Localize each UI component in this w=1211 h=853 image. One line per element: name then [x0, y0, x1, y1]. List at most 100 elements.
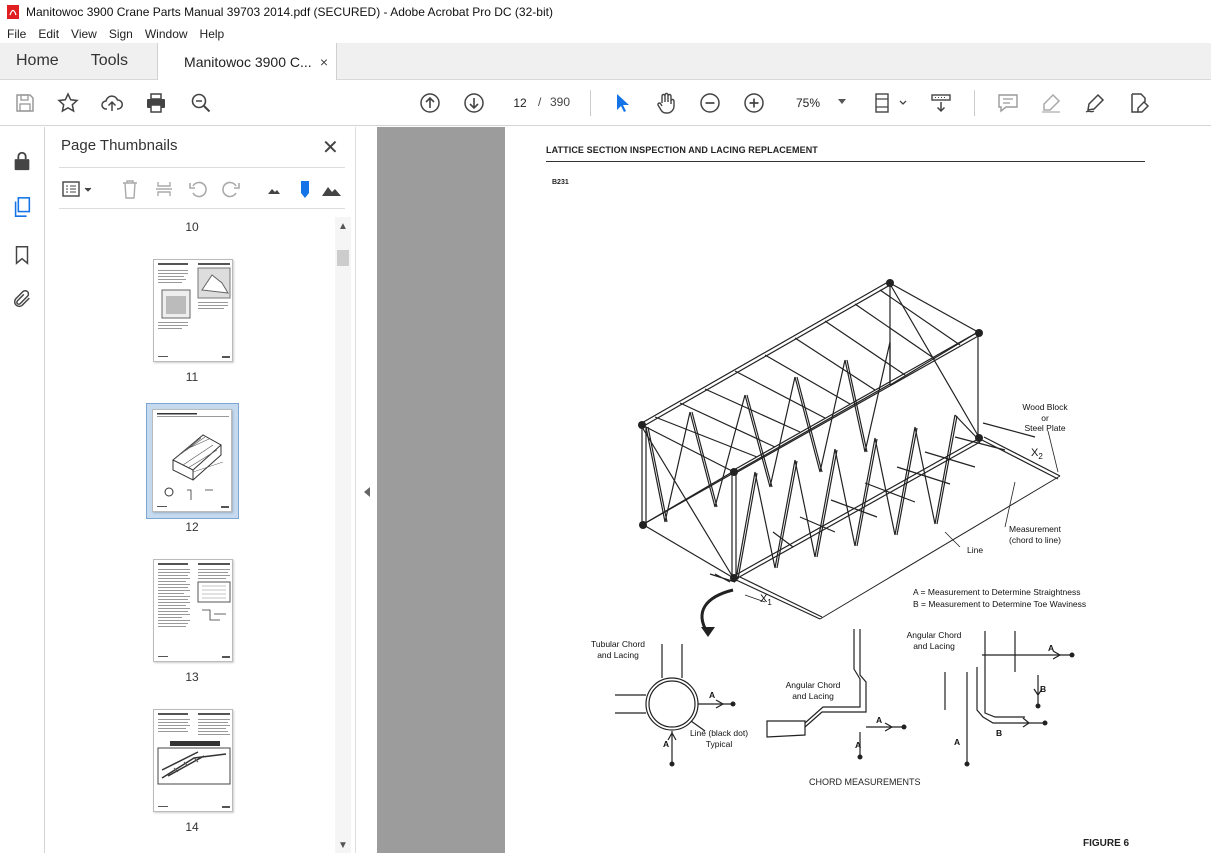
dimension-a-label: A [954, 737, 961, 747]
menu-edit[interactable]: Edit [38, 26, 60, 41]
thumbnail-page-11[interactable] [153, 259, 233, 362]
label-sub: 1 [767, 598, 772, 608]
select-cursor-icon[interactable] [609, 90, 635, 116]
label-line: and Lacing [597, 649, 639, 660]
document-viewer[interactable]: LATTICE SECTION INSPECTION AND LACING RE… [377, 127, 1211, 853]
thumbnail-list: 10 11 [59, 217, 335, 853]
extract-page-icon[interactable] [153, 178, 175, 200]
label-x: X [1031, 447, 1039, 459]
close-panel-icon[interactable]: ✕ [322, 137, 339, 159]
label-line: Angular Chord [906, 630, 962, 640]
thumbnail-label: 12 [185, 520, 199, 534]
toolbar-divider [590, 90, 591, 116]
zoom-out-icon[interactable] [697, 90, 723, 116]
legend-b: B = Measurement to Determine Toe Wavines… [913, 599, 1087, 609]
highlight-pen-icon[interactable] [1038, 90, 1064, 116]
menu-view[interactable]: View [71, 26, 97, 41]
thumbnails-panel: Page Thumbnails ✕ 10 [45, 127, 355, 853]
scrollbar-thumb[interactable] [337, 250, 349, 266]
menu-help[interactable]: Help [199, 26, 225, 41]
zoom-in-icon[interactable] [741, 90, 767, 116]
tubular-chord-label: Tubular Chord and Lacing [583, 639, 653, 660]
rotate-right-icon[interactable] [220, 178, 242, 200]
menu-sign[interactable]: Sign [108, 26, 133, 41]
close-tab-icon[interactable]: × [319, 53, 329, 70]
menu-bar: File Edit View Sign Window Help [0, 24, 1211, 43]
label-x: X [760, 593, 768, 605]
zoom-dropdown[interactable]: 75% [786, 91, 854, 115]
dimension-b-label: B [996, 728, 1003, 738]
next-page-icon[interactable] [461, 90, 487, 116]
label-line: or [1041, 412, 1049, 423]
delete-page-icon[interactable] [119, 178, 141, 200]
label-line: Angular Chord [785, 680, 841, 690]
dimension-b-label: B [1040, 684, 1047, 694]
large-thumbnail-icon[interactable] [321, 178, 343, 200]
rotate-left-icon[interactable] [187, 178, 209, 200]
tab-tools[interactable]: Tools [90, 52, 129, 69]
label-line: Line (black dot) [689, 728, 749, 738]
pdf-page: LATTICE SECTION INSPECTION AND LACING RE… [505, 127, 1211, 853]
label-line: Tubular Chord [590, 639, 646, 649]
thumbnail-size-slider[interactable] [294, 178, 316, 200]
zoom-value: 75% [796, 96, 821, 110]
x2-label: X2 [1031, 447, 1043, 462]
panel-splitter[interactable] [355, 127, 377, 853]
comment-icon[interactable] [995, 90, 1021, 116]
heading-rule [546, 161, 1145, 162]
menu-file[interactable]: File [7, 26, 27, 41]
document-tab-label: Manitowoc 3900 C... [184, 53, 312, 70]
tab-document[interactable]: Manitowoc 3900 C... × [157, 43, 338, 80]
thumbnail-page-14[interactable] [153, 709, 233, 812]
scroll-up-icon[interactable]: ▲ [338, 221, 348, 232]
label-sub: 2 [1038, 452, 1043, 462]
page-number-input[interactable]: 12 [513, 96, 527, 110]
line-black-dot-label: Line (black dot) Typical [683, 728, 755, 749]
lock-icon[interactable] [10, 149, 34, 173]
page-heading: LATTICE SECTION INSPECTION AND LACING RE… [546, 145, 818, 155]
thumbnail-label: 14 [185, 820, 199, 834]
main-toolbar: 12 / 390 75% [0, 80, 1211, 126]
dimension-a-label: A [876, 715, 883, 725]
scroll-down-icon[interactable]: ▼ [338, 840, 348, 851]
page-total: 390 [550, 95, 571, 109]
bookmark-icon[interactable] [10, 243, 34, 267]
attachment-icon[interactable] [10, 287, 34, 311]
label-line: Steel Plate [1024, 423, 1066, 434]
menu-window[interactable]: Window [144, 26, 188, 41]
dimension-a-label: A [709, 690, 716, 700]
find-zoom-icon[interactable] [188, 90, 214, 116]
star-icon[interactable] [55, 90, 81, 116]
hand-tool-icon[interactable] [653, 90, 679, 116]
legend-a: A = Measurement to Determine Straightnes… [913, 587, 1081, 597]
toolbar-divider [974, 90, 975, 116]
figure-number: FIGURE 6 [1083, 838, 1130, 849]
page-fit-icon[interactable] [872, 90, 908, 116]
thumbnail-page-12[interactable] [152, 409, 232, 512]
sign-pen-icon[interactable] [1082, 90, 1108, 116]
left-rail [0, 127, 45, 853]
dimension-a-label: A [1048, 643, 1055, 653]
tab-home[interactable]: Home [16, 52, 59, 69]
label-line: and Lacing [913, 640, 955, 651]
print-icon[interactable] [143, 90, 169, 116]
small-thumbnail-icon[interactable] [263, 178, 285, 200]
options-menu-icon[interactable] [61, 178, 95, 200]
previous-page-icon[interactable] [417, 90, 443, 116]
thumbnail-label: 10 [185, 220, 199, 234]
chord-measurements-caption: CHORD MEASUREMENTS [809, 777, 921, 787]
collapse-panel-icon[interactable] [364, 487, 370, 497]
edit-pdf-icon[interactable] [1126, 90, 1152, 116]
upload-cloud-icon[interactable] [99, 90, 125, 116]
thumbnail-label: 11 [185, 370, 199, 384]
panel-title: Page Thumbnails [61, 137, 178, 154]
page-thumbnails-icon[interactable] [10, 195, 34, 219]
x1-label: X1 [760, 593, 772, 608]
save-icon[interactable] [12, 90, 38, 116]
thumbnail-page-13[interactable] [153, 559, 233, 662]
scroll-mode-icon[interactable] [928, 90, 954, 116]
title-bar: Manitowoc 3900 Crane Parts Manual 39703 … [0, 0, 1211, 24]
thumbnail-scrollbar[interactable]: ▲ ▼ [335, 217, 351, 853]
thumbnail-toolbar [59, 167, 345, 209]
chevron-down-icon [838, 99, 846, 104]
